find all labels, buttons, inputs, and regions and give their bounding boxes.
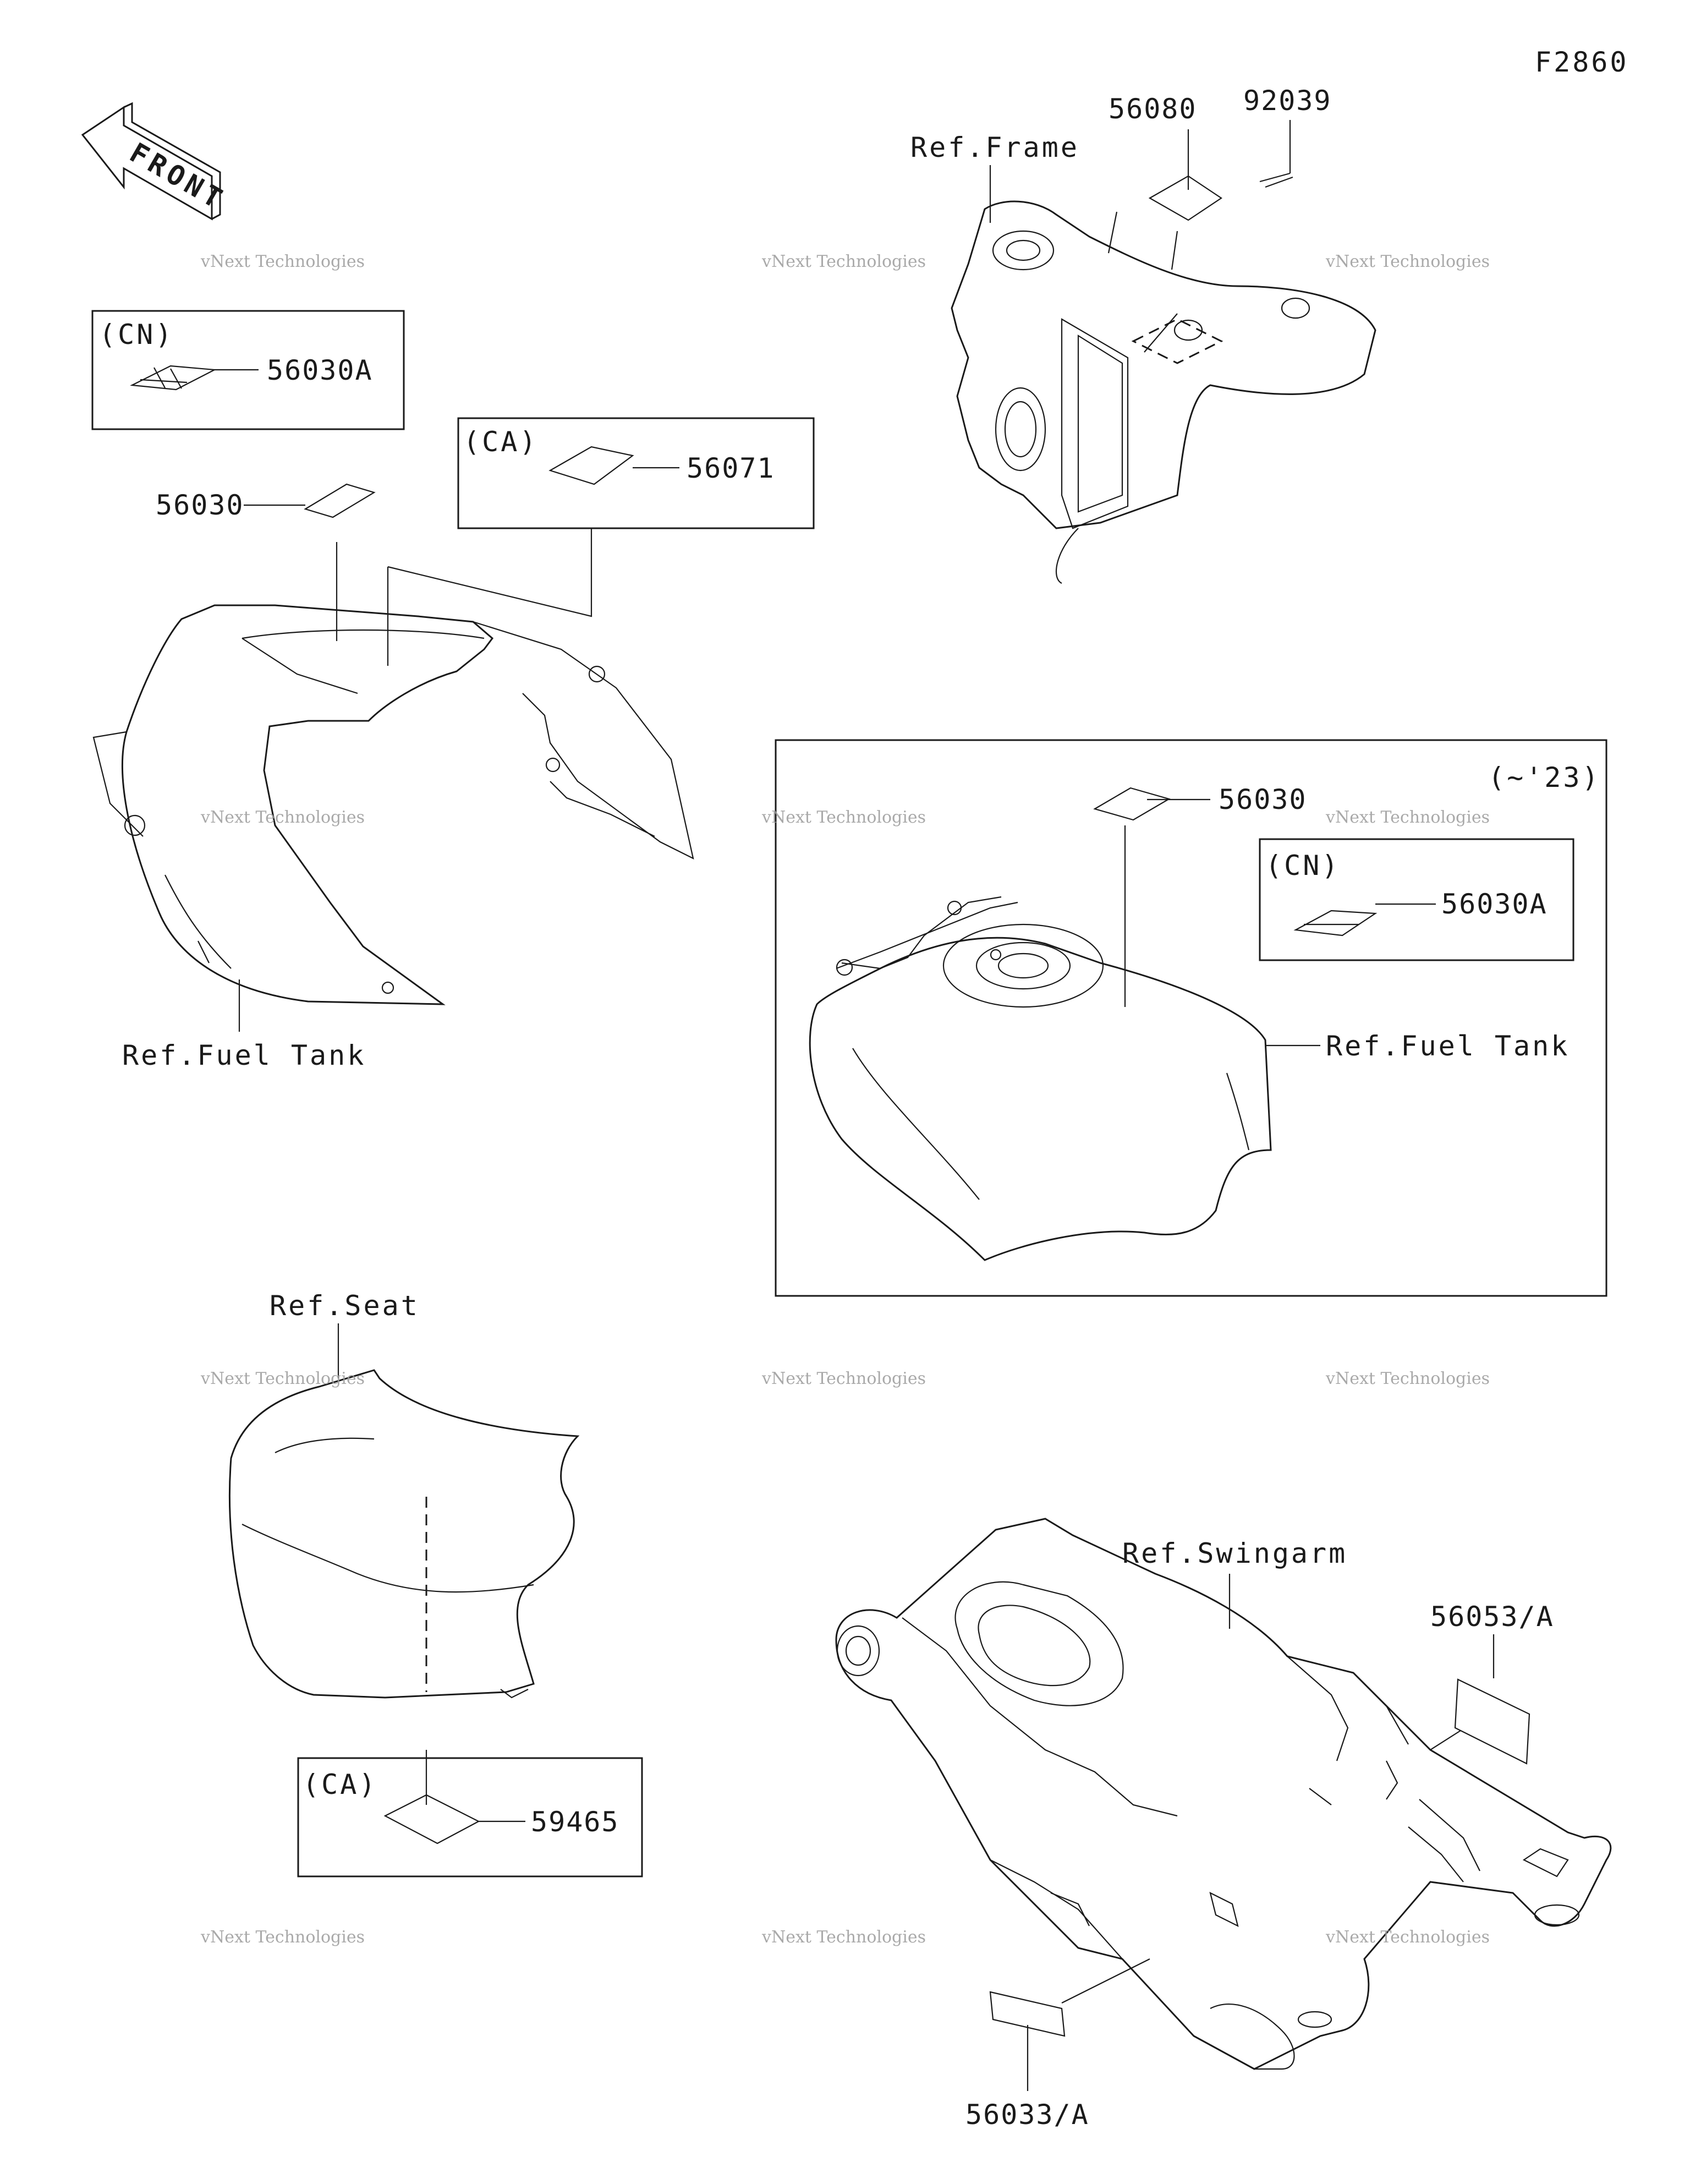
rivet-icon	[1259, 172, 1293, 188]
cn-region-box-upper	[91, 310, 405, 430]
watermark: vNext Technologies	[761, 1369, 926, 1388]
watermark-text: vNext Technologies	[761, 252, 926, 271]
watermark-layer: vNext Technologies vNext Technologies vN…	[200, 252, 1490, 1947]
watermark: vNext Technologies	[1325, 1928, 1490, 1947]
watermark-text: vNext Technologies	[761, 1928, 926, 1947]
fuel-tank-boxed-group: (~'23) 56030 (CN) 56030A Ref.Fuel Tank	[775, 739, 1607, 1297]
watermark-text: vNext Technologies	[1325, 1928, 1490, 1947]
front-direction-arrow-icon: FRONT	[81, 102, 231, 221]
part-number-59465: 59465	[531, 1806, 619, 1838]
label-sticker-icon	[304, 483, 376, 518]
part-number-56030-boxed: 56030	[1219, 784, 1307, 815]
frame-shape	[951, 200, 1376, 529]
swingarm-shape	[835, 1518, 1612, 2070]
fuel-tank-shape	[809, 937, 1272, 1261]
watermark: vNext Technologies	[761, 1928, 926, 1947]
ref-seat-label: Ref.Seat	[270, 1290, 420, 1322]
watermark-text: vNext Technologies	[200, 1369, 365, 1388]
watermark: vNext Technologies	[761, 252, 926, 271]
part-number-56053a: 56053/A	[1430, 1601, 1554, 1633]
year-range-label: (~'23)	[1488, 762, 1601, 793]
seat-shape	[228, 1369, 580, 1699]
ca-region-box-lower	[297, 1757, 643, 1878]
part-number-56030a-boxed: 56030A	[1441, 888, 1548, 920]
watermark-text: vNext Technologies	[761, 1369, 926, 1388]
watermark: vNext Technologies	[1325, 252, 1490, 271]
frame-group: Ref.Frame 56080 92039	[910, 85, 1376, 584]
label-sticker-icon	[1293, 910, 1378, 937]
watermark: vNext Technologies	[200, 808, 365, 827]
year-range-box	[775, 739, 1607, 1297]
watermark: vNext Technologies	[200, 1369, 365, 1388]
label-sticker-icon	[1148, 175, 1222, 221]
cn-region-label-boxed: (CN)	[1265, 850, 1340, 882]
part-number-56030-upper: 56030	[156, 489, 244, 521]
watermark-text: vNext Technologies	[1325, 1369, 1490, 1388]
seat-group: Ref.Seat (CA) 59465	[228, 1290, 643, 1878]
label-sticker-icon	[383, 1794, 480, 1844]
watermark: vNext Technologies	[1325, 808, 1490, 827]
watermark-text: vNext Technologies	[761, 808, 926, 827]
watermark: vNext Technologies	[1325, 1369, 1490, 1388]
label-sticker-icon	[1093, 787, 1171, 821]
ref-frame-label: Ref.Frame	[910, 132, 1079, 163]
ref-fuel-tank-boxed: Ref.Fuel Tank	[1326, 1030, 1570, 1062]
ca-region-label-lower: (CA)	[303, 1769, 377, 1800]
label-sticker-icon	[989, 1991, 1066, 2037]
ref-fuel-tank-upper: Ref.Fuel Tank	[122, 1039, 366, 1071]
fuel-tank-cover-group: (CN) 56030A (CA) 56071 56030 Ref.Fu	[91, 310, 815, 1071]
swingarm-group: Ref.Swingarm 56053/A 56033/A	[835, 1518, 1612, 2131]
watermark: vNext Technologies	[200, 252, 365, 271]
fuel-tank-cover-shape	[122, 604, 494, 1005]
watermark-text: vNext Technologies	[1325, 252, 1490, 271]
ca-region-box-upper	[457, 417, 815, 529]
cn-region-box-boxed	[1259, 838, 1574, 961]
label-sticker-icon	[1454, 1678, 1530, 1765]
label-sticker-icon	[130, 365, 217, 391]
part-number-56033a: 56033/A	[965, 2099, 1089, 2131]
watermark-text: vNext Technologies	[200, 1928, 365, 1947]
ref-swingarm-label: Ref.Swingarm	[1122, 1537, 1347, 1569]
cn-region-label-upper: (CN)	[99, 319, 174, 351]
part-number-92039: 92039	[1243, 85, 1332, 117]
watermark-text: vNext Technologies	[200, 808, 365, 827]
figure-code: F2860	[1535, 46, 1629, 78]
part-number-56030a-upper: 56030A	[267, 354, 373, 386]
label-sticker-icon	[548, 446, 634, 485]
watermark-text: vNext Technologies	[1325, 808, 1490, 827]
watermark: vNext Technologies	[761, 808, 926, 827]
watermark-text: vNext Technologies	[200, 252, 365, 271]
part-number-56071: 56071	[687, 452, 775, 484]
part-number-56080: 56080	[1109, 93, 1197, 125]
watermark: vNext Technologies	[200, 1928, 365, 1947]
ca-region-label-upper: (CA)	[463, 426, 538, 458]
